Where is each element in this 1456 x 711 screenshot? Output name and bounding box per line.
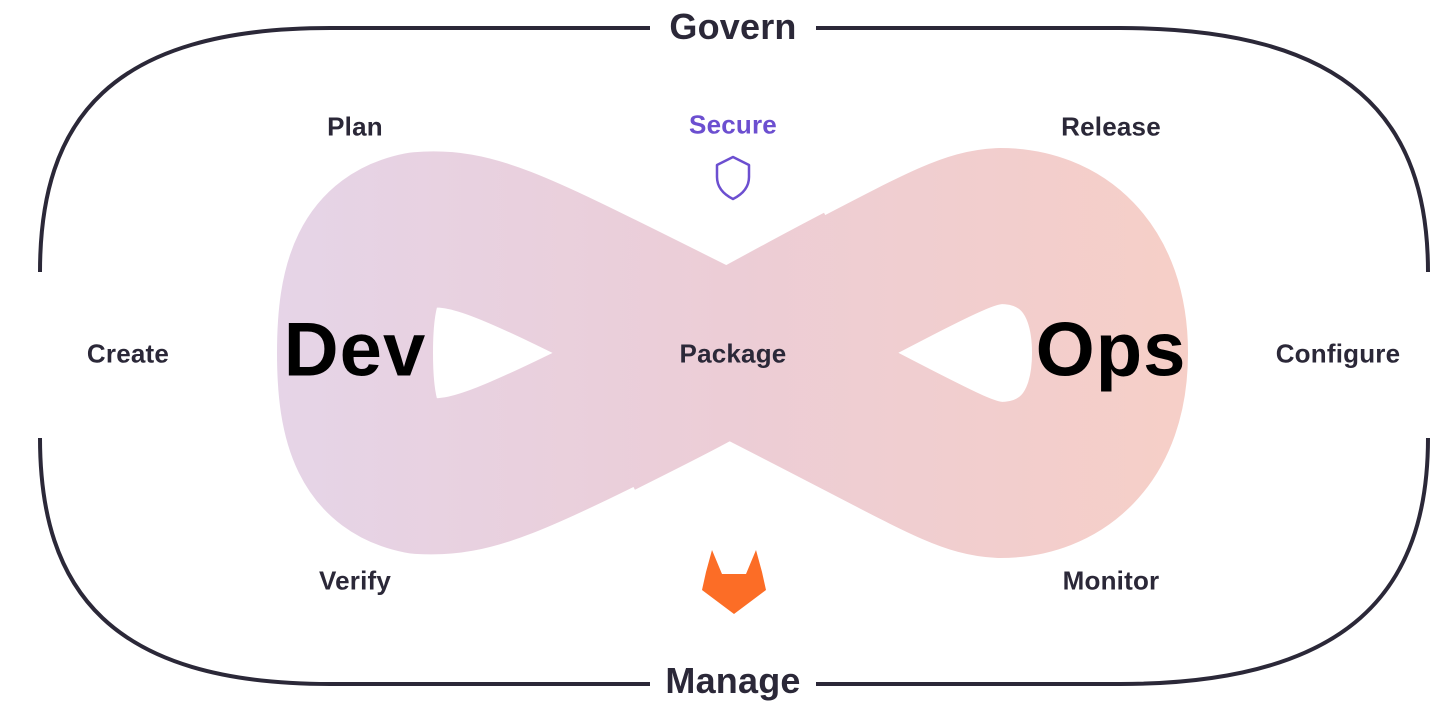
stage-configure: Configure	[1275, 338, 1401, 369]
shield-icon	[715, 155, 751, 201]
stage-create: Create	[86, 338, 170, 369]
stage-release: Release	[1061, 111, 1161, 142]
frame-bottom-bracket	[38, 437, 1430, 686]
manage-label: Manage	[651, 660, 815, 702]
stage-plan: Plan	[327, 111, 383, 142]
stage-monitor: Monitor	[1062, 565, 1160, 596]
stage-secure: Secure	[689, 109, 777, 140]
stage-package: Package	[679, 338, 787, 369]
gitlab-fox-icon	[702, 550, 766, 614]
infinity-band-descending	[277, 148, 1188, 558]
govern-label: Govern	[655, 6, 811, 48]
frame-top-bracket	[38, 26, 1430, 273]
ops-label: Ops	[1035, 307, 1187, 393]
dev-label: Dev	[283, 307, 427, 393]
infinity-band-ascending	[565, 212, 896, 490]
stage-verify: Verify	[318, 565, 392, 596]
